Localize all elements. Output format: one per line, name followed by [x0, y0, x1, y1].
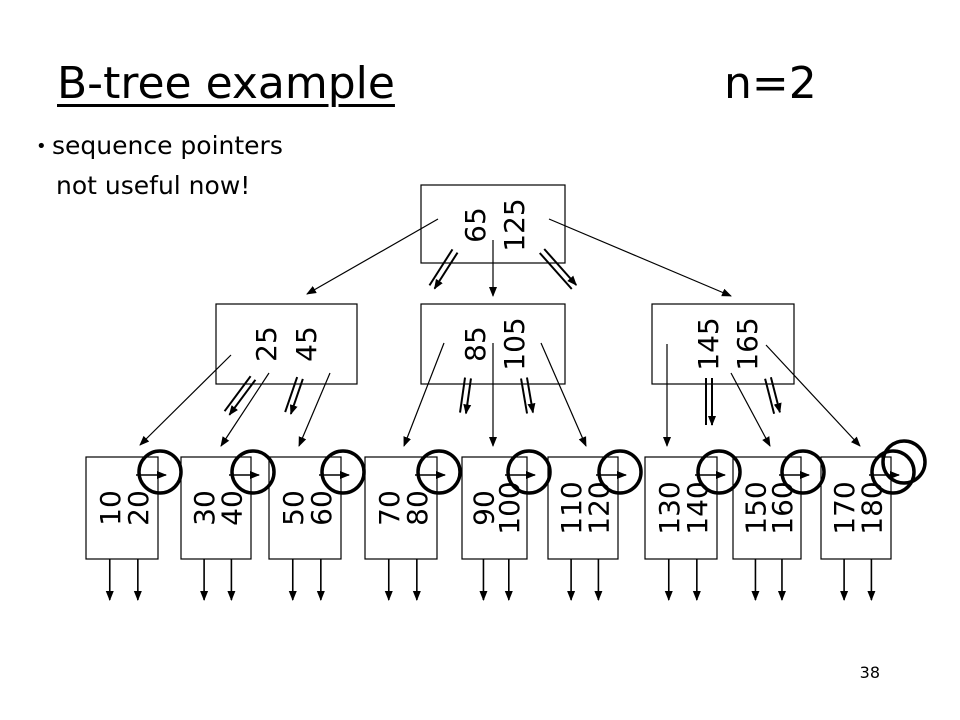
sequence-pointer-circle — [696, 449, 742, 495]
root-pointer — [548, 218, 732, 297]
leaf-key: 100 — [493, 481, 526, 534]
interior-key: 45 — [290, 326, 323, 362]
interior-pointer-double — [284, 376, 304, 415]
leaf-node — [547, 456, 619, 560]
root-node — [420, 184, 566, 264]
leaf-key: 110 — [555, 481, 588, 534]
interior-key: 165 — [731, 317, 764, 370]
interior-pointer — [139, 354, 232, 446]
slide-number: 38 — [859, 663, 880, 682]
interior-pointer-double — [764, 377, 782, 414]
interior-pointer-double — [520, 377, 536, 414]
interior-pointer — [220, 372, 270, 447]
leaf-key: 90 — [467, 490, 500, 526]
leaf-key: 30 — [188, 490, 221, 526]
bullet-item: •sequence pointers — [36, 130, 283, 163]
leaf-key: 170 — [828, 481, 861, 534]
interior-pointer — [403, 342, 445, 447]
leaf-node — [364, 456, 438, 560]
leaf-node — [461, 456, 528, 560]
leaf-key: 80 — [401, 490, 434, 526]
slide-parameter: n=2 — [724, 58, 817, 109]
interior-pointer — [540, 342, 587, 447]
sequence-pointer-circle — [416, 449, 462, 495]
sequence-pointer-circle — [320, 449, 366, 495]
root-key: 65 — [459, 207, 492, 243]
leaf-key: 50 — [277, 490, 310, 526]
sequence-pointer-circle — [597, 449, 643, 495]
root-pointer — [306, 218, 439, 295]
sequence-pointer-circle — [780, 449, 826, 495]
interior-pointer-double — [459, 377, 472, 415]
interior-node — [420, 303, 566, 385]
interior-pointer — [730, 372, 771, 447]
interior-node — [651, 303, 795, 385]
leaf-node — [85, 456, 159, 560]
leaf-node — [732, 456, 802, 560]
sequence-pointer-circle — [137, 449, 183, 495]
leaf-key: 10 — [94, 490, 127, 526]
interior-pointer — [298, 372, 331, 447]
interior-node — [215, 303, 358, 385]
leaf-key: 150 — [739, 481, 772, 534]
slide-title: B-tree example — [57, 58, 395, 109]
bullet-text-2: not useful now! — [56, 171, 251, 200]
interior-pointer-double — [223, 375, 257, 416]
leaf-key: 130 — [653, 481, 686, 534]
interior-key: 85 — [459, 326, 492, 362]
sequence-pointer-circle — [870, 449, 916, 495]
interior-key: 105 — [498, 317, 531, 370]
leaf-node — [820, 456, 892, 560]
root-pointer-double — [539, 248, 577, 290]
interior-key: 25 — [250, 326, 283, 362]
leaf-key: 40 — [215, 490, 248, 526]
bullet-text-1: sequence pointers — [52, 131, 283, 160]
leaf-node — [180, 456, 252, 560]
interior-pointer-double — [705, 378, 716, 426]
leaf-key: 20 — [122, 490, 155, 526]
root-pointer-double — [428, 248, 459, 290]
bullet-dot-icon: • — [36, 136, 47, 157]
leaf-node — [644, 456, 718, 560]
interior-pointer — [765, 344, 861, 447]
leaf-key: 70 — [373, 490, 406, 526]
sequence-pointer-circle — [230, 449, 276, 495]
root-key: 125 — [498, 198, 531, 251]
interior-key: 145 — [692, 317, 725, 370]
sequence-pointer-circle — [506, 449, 552, 495]
leaf-node — [268, 456, 342, 560]
leaf-key: 60 — [305, 490, 338, 526]
sequence-pointer-circle — [881, 439, 927, 485]
